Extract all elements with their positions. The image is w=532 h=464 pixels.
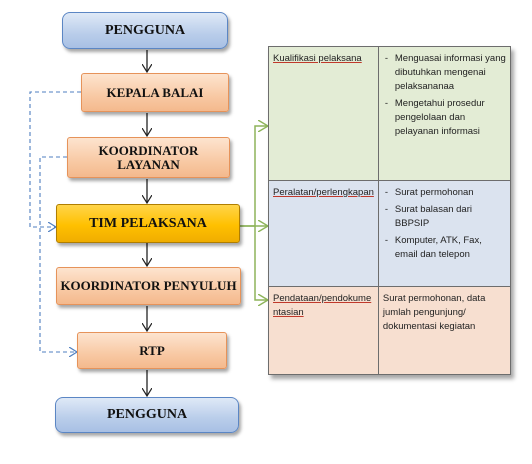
box-koordinator-layanan-line-2: LAYANAN: [117, 156, 180, 172]
box-tim-pelaksana-label: TIM PELAKSANA: [89, 215, 207, 231]
table-cell-details: Surat permohonan Surat balasan dari BBPS…: [377, 180, 511, 287]
table-row-pendataan: Pendataan/pendokume ntasian Surat permoh…: [268, 286, 511, 375]
box-koordinator-penyuluh-label: KOORDINATOR PENYULUH: [60, 278, 237, 293]
box-kepala-balai: KEPALA BALAI: [81, 73, 229, 112]
green-arrow-to-pendataan: [254, 226, 268, 300]
list-item: Menguasai informasi yang dibutuhkan meng…: [385, 52, 506, 94]
box-tim-pelaksana: TIM PELAKSANA: [56, 204, 240, 243]
box-koordinator-layanan-line-1: KOORDINATOR: [98, 142, 199, 158]
category-kualifikasi: Kualifikasi pelaksana: [273, 53, 362, 64]
list-item: Surat permohonan: [385, 186, 506, 200]
table-cell-category: Kualifikasi pelaksana: [268, 46, 379, 181]
box-rtp-label: RTP: [139, 342, 165, 358]
table-cell-category: Peralatan/perlengkapan: [268, 180, 379, 287]
table-row-kualifikasi: Kualifikasi pelaksana Menguasai informas…: [268, 46, 511, 181]
category-peralatan: Peralatan/perlengkapan: [273, 187, 374, 198]
info-table: Kualifikasi pelaksana Menguasai informas…: [268, 46, 511, 375]
dashed-koordinator-to-rtp: [39, 156, 77, 352]
dashed-kepala-to-tim: [29, 91, 81, 227]
kualifikasi-list: Menguasai informasi yang dibutuhkan meng…: [383, 52, 506, 139]
peralatan-list: Surat permohonan Surat balasan dari BBPS…: [383, 186, 506, 262]
list-item: Surat balasan dari BBPSIP: [385, 203, 506, 231]
pendataan-text: Surat permohonan, data jumlah pengunjung…: [382, 293, 486, 332]
table-cell-details: Surat permohonan, data jumlah pengunjung…: [377, 286, 511, 375]
box-pengguna-bottom-label: PENGGUNA: [106, 407, 188, 422]
list-item: Mengetahui prosedur pengelolaan dan pela…: [385, 97, 506, 139]
box-kepala-balai-label: KEPALA BALAI: [106, 84, 204, 100]
list-item: Komputer, ATK, Fax, email dan telepon: [385, 234, 506, 262]
box-pengguna-bottom: PENGGUNA: [55, 397, 239, 433]
green-arrow-to-kualifikasi: [240, 126, 268, 227]
box-pengguna-top: PENGGUNA: [62, 12, 228, 49]
category-pendataan: Pendataan/pendokume ntasian: [273, 293, 372, 318]
table-row-peralatan: Peralatan/perlengkapan Surat permohonan …: [268, 180, 511, 287]
box-pengguna-top-label: PENGGUNA: [104, 22, 186, 38]
table-cell-details: Menguasai informasi yang dibutuhkan meng…: [377, 46, 511, 181]
table-cell-category: Pendataan/pendokume ntasian: [268, 286, 379, 375]
box-rtp: RTP: [77, 332, 227, 369]
box-koordinator-penyuluh: KOORDINATOR PENYULUH: [56, 267, 241, 305]
box-koordinator-layanan: KOORDINATOR LAYANAN: [67, 137, 230, 178]
